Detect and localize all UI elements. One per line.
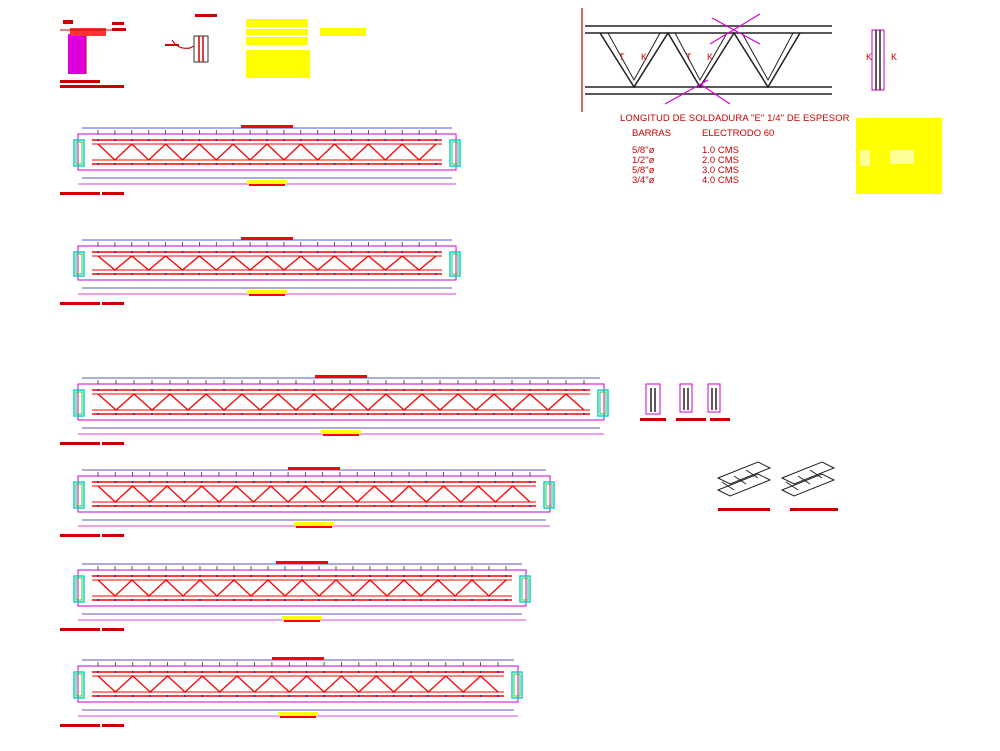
weld-col-electrode: ELECTRODO 60 (702, 128, 775, 139)
label-k: K (866, 52, 873, 62)
weld-row-bar: 5/8"ø (632, 165, 655, 176)
truss-elevation-5 (60, 561, 531, 631)
note-block-yellow-1 (246, 19, 366, 78)
detail-isometric (716, 461, 838, 511)
weld-table-header: BARRAS ELECTRODO 60 (632, 128, 860, 139)
label-k: K (891, 52, 898, 62)
label-k: K (641, 52, 648, 62)
label-t: T (686, 52, 692, 62)
truss-elevation-1 (60, 125, 461, 195)
weld-row-length: 1.0 CMS (702, 145, 739, 156)
weld-row-bar: 1/2"ø (632, 155, 655, 166)
weld-row: 5/8"ø 3.0 CMS (632, 165, 860, 176)
weld-row: 3/4"ø 4.0 CMS (632, 175, 860, 186)
weld-row: 1/2"ø 2.0 CMS (632, 155, 860, 166)
detail-section-1 (165, 14, 217, 63)
truss-elevation-2 (60, 237, 461, 305)
detail-anchor-plate (60, 20, 126, 88)
weld-row-length: 3.0 CMS (702, 165, 739, 176)
weld-row-bar: 5/8"ø (632, 145, 655, 156)
weld-row-length: 4.0 CMS (702, 175, 739, 186)
weld-row: 5/8"ø 1.0 CMS (632, 145, 860, 156)
weld-length-table: LONGITUD DE SOLDADURA "E" 1/4" DE ESPESO… (620, 113, 860, 186)
weld-table-title: LONGITUD DE SOLDADURA "E" 1/4" DE ESPESO… (620, 113, 850, 124)
note-block-yellow-2 (856, 118, 942, 194)
label-t: T (619, 52, 625, 62)
label-k: K (707, 52, 714, 62)
weld-col-bars: BARRAS (632, 128, 672, 139)
weld-row-bar: 3/4"ø (632, 175, 655, 186)
detail-sections-mid (640, 383, 730, 421)
detail-side-section (871, 29, 885, 91)
truss-elevation-4 (60, 467, 555, 537)
truss-elevation-3 (60, 375, 609, 445)
weld-row-length: 2.0 CMS (702, 155, 739, 166)
detail-truss-joint (581, 8, 832, 112)
truss-elevation-6 (60, 657, 523, 727)
